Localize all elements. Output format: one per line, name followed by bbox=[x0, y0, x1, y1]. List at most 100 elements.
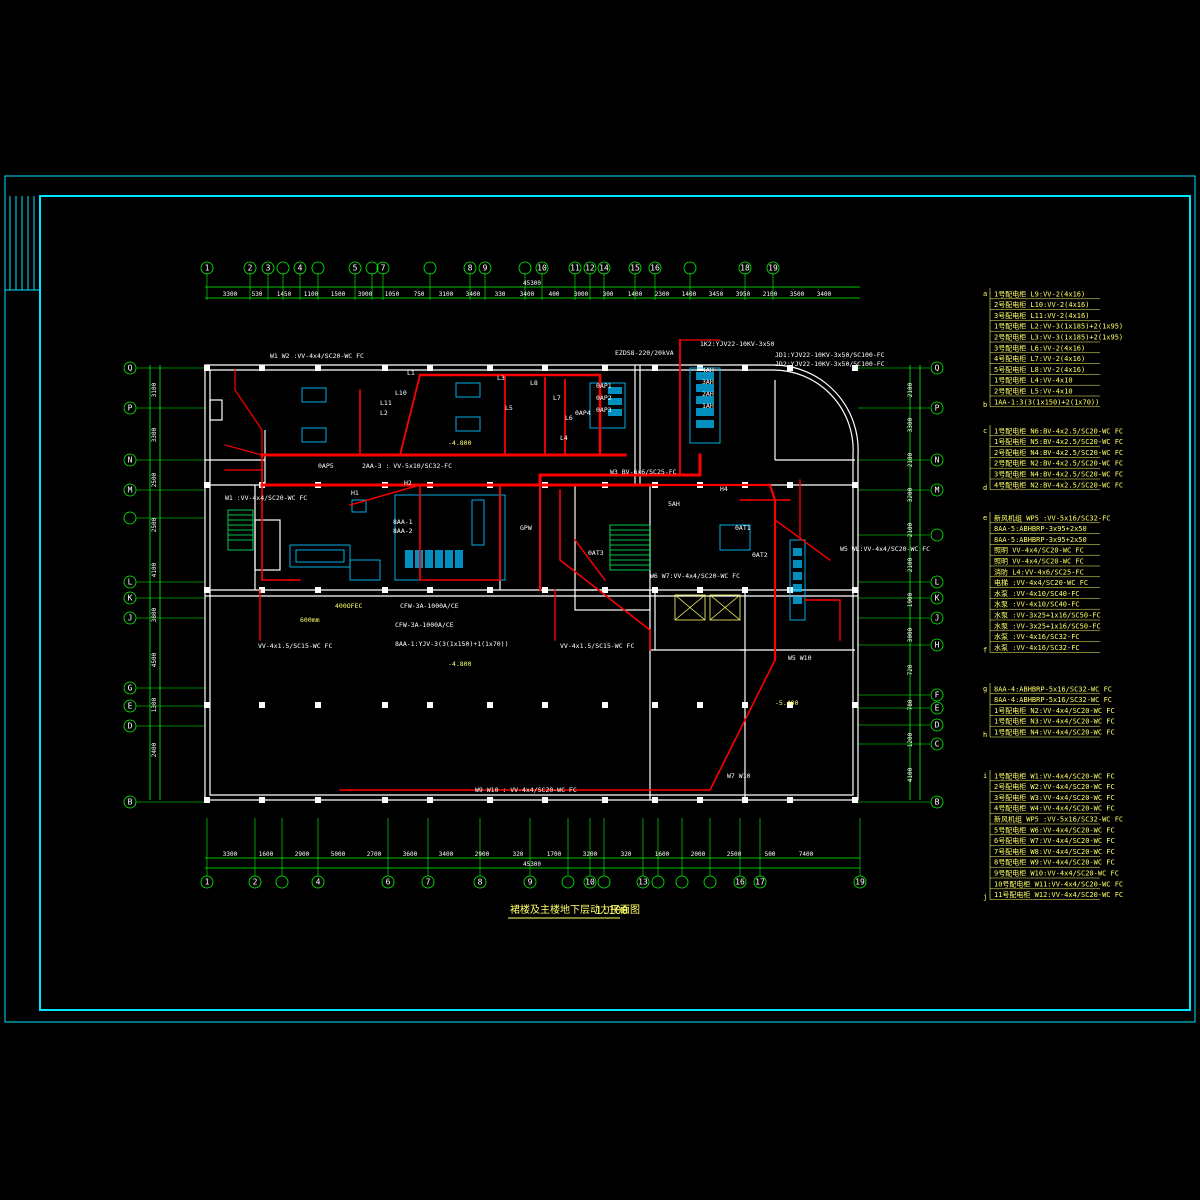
level-mark-1: -4.800 bbox=[448, 439, 472, 447]
dim-bottom: 3400 bbox=[439, 851, 454, 858]
dim-top: 3900 bbox=[358, 291, 373, 298]
grid-bubble-top bbox=[683, 261, 697, 275]
dim-top: 3450 bbox=[709, 291, 724, 298]
column bbox=[204, 797, 210, 803]
legend-row: 8AA-4:ABHBRP-5x16/SC32-WC FC bbox=[994, 685, 1112, 693]
grid-label: L bbox=[935, 578, 940, 587]
legend-row: 2号配电柜 L3:VV-3(1x185)+2(1x95) bbox=[994, 333, 1123, 342]
room-tag: L6 bbox=[565, 414, 573, 422]
grid-label: 9 bbox=[528, 878, 533, 887]
callout-vv15-right: VV-4x1.5/SC15-WC FC bbox=[560, 642, 634, 650]
room-tag: GPW bbox=[520, 524, 532, 532]
column bbox=[742, 702, 748, 708]
legend-row: 9号配电柜 W10:VV-4x4/SC20-WC FC bbox=[994, 869, 1119, 878]
dim-top: 330 bbox=[495, 291, 506, 298]
grid-label: 19 bbox=[855, 878, 865, 887]
dim-bottom: 3200 bbox=[583, 851, 598, 858]
column bbox=[652, 797, 658, 803]
room-tag: 3AH bbox=[702, 378, 714, 386]
column bbox=[697, 702, 703, 708]
callout-8aa1: 8AA-1:YJV-3(3(1x150)+1(1x70)) bbox=[395, 640, 509, 648]
grid-bubble-bottom: 4 bbox=[311, 875, 325, 889]
room-tag: L5 bbox=[505, 404, 513, 412]
grid-label: 6 bbox=[386, 878, 391, 887]
column bbox=[259, 702, 265, 708]
grid-bubble-bottom bbox=[651, 875, 665, 889]
elevators bbox=[674, 594, 741, 621]
grid-bubble-bottom: 8 bbox=[473, 875, 487, 889]
column bbox=[602, 797, 608, 803]
dim-left: 2500 bbox=[151, 517, 158, 532]
grid-label: E bbox=[935, 704, 940, 713]
grid-label: B bbox=[935, 798, 940, 807]
grid-label: 7 bbox=[426, 878, 431, 887]
room-tag: 0AP2 bbox=[596, 394, 612, 402]
column bbox=[852, 482, 858, 488]
equipment bbox=[289, 367, 806, 621]
column bbox=[742, 587, 748, 593]
legend-row: 消防 L4:VV-4x6/SC25-FC bbox=[994, 567, 1084, 576]
column bbox=[204, 365, 210, 371]
grid-bubble-right: H bbox=[930, 638, 944, 652]
dim-bottom: 2900 bbox=[475, 851, 490, 858]
dim-right: 1900 bbox=[907, 592, 914, 607]
callouts: 1K2:YJV22-10KV-3x50 EZDS8-220/20kVA JD1:… bbox=[225, 340, 930, 794]
legend-row: 水泵 :VV-3x25+1x16/SC50-FC bbox=[994, 611, 1101, 620]
column bbox=[852, 587, 858, 593]
grid-label: 9 bbox=[483, 264, 488, 273]
dim-top: 1500 bbox=[331, 291, 346, 298]
room-tag: H4 bbox=[720, 485, 728, 493]
dim-right: 2100 bbox=[907, 557, 914, 572]
legend-marker: d bbox=[983, 484, 987, 492]
drawing-frame bbox=[4, 175, 1196, 1023]
dim-bottom: 1600 bbox=[259, 851, 274, 858]
callout-w5: W5 WL:VV-4x4/SC20-WC FC bbox=[840, 545, 930, 553]
dim-left: 4100 bbox=[151, 562, 158, 577]
legend-row: 1号配电柜 N5:BV-4x2.5/SC20-WC FC bbox=[994, 437, 1123, 446]
column bbox=[315, 365, 321, 371]
grid-bubble-top bbox=[276, 261, 290, 275]
column bbox=[602, 702, 608, 708]
column bbox=[787, 702, 793, 708]
grid-label: C bbox=[935, 740, 940, 749]
grid-label: M bbox=[128, 486, 133, 495]
callout-width: 600mm bbox=[300, 616, 320, 624]
callout-w9-w10: W9 W10 : VV-4x4/SC20-WC FC bbox=[475, 786, 577, 794]
column bbox=[742, 365, 748, 371]
legend-row: 2号配电柜 L10:VV-2(4x16) bbox=[994, 300, 1089, 309]
dim-right: 1200 bbox=[907, 732, 914, 747]
grid-label: N bbox=[935, 456, 940, 465]
callout-vv15-left: VV-4x1.5/SC15-WC FC bbox=[258, 642, 332, 650]
column bbox=[787, 482, 793, 488]
grid-bubble-top: 11 bbox=[568, 261, 582, 275]
column bbox=[204, 587, 210, 593]
callout-w6: W6 W7:VV-4x4/SC20-WC FC bbox=[650, 572, 740, 580]
grid-label: 14 bbox=[599, 264, 609, 273]
grid-label: 4 bbox=[316, 878, 321, 887]
column bbox=[697, 587, 703, 593]
room-tag: H1 bbox=[351, 489, 359, 497]
grid-label: J bbox=[935, 614, 940, 623]
room-tag: L1 bbox=[407, 369, 415, 377]
room-tag: L4 bbox=[560, 434, 568, 442]
legend-row: 水泵 :VV-4x16/SC32-FC bbox=[994, 643, 1080, 652]
grid-bubble-top: 8 bbox=[463, 261, 477, 275]
grid-bubble-left: P bbox=[123, 401, 137, 415]
dim-top: 300 bbox=[603, 291, 614, 298]
legend-row: 水泵 :VV-4x10/SC40-FC bbox=[994, 600, 1080, 609]
callout-cfw-2: CFW-3A-1000A/CE bbox=[395, 621, 454, 629]
grid-bubble-bottom: 2 bbox=[248, 875, 262, 889]
column bbox=[427, 365, 433, 371]
legend-marker: g bbox=[983, 685, 987, 693]
grid-bubble-bottom bbox=[703, 875, 717, 889]
legend-row: 5号配电柜 W6:VV-4x4/SC20-WC FC bbox=[994, 825, 1115, 834]
grid-bubble-right: L bbox=[930, 575, 944, 589]
legend-row: 2号配电柜 N4:BV-4x2.5/SC20-WC FC bbox=[994, 448, 1123, 457]
legend-row: 电梯 :VV-4x4/SC20-WC FC bbox=[994, 578, 1088, 587]
room-tag: L10 bbox=[395, 389, 407, 397]
grid-bubble-left: M bbox=[123, 483, 137, 497]
grid-bubble-top: 18 bbox=[738, 261, 752, 275]
